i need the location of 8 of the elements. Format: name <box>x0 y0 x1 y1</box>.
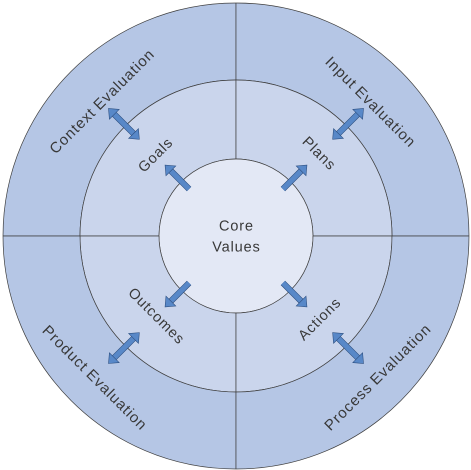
arrow <box>164 280 192 308</box>
double-arrow <box>332 332 364 364</box>
arrow <box>280 164 308 192</box>
double-arrow <box>108 108 140 140</box>
double-arrow <box>332 108 364 140</box>
arrow <box>280 280 308 308</box>
double-arrow <box>108 332 140 364</box>
arrow <box>164 164 192 192</box>
